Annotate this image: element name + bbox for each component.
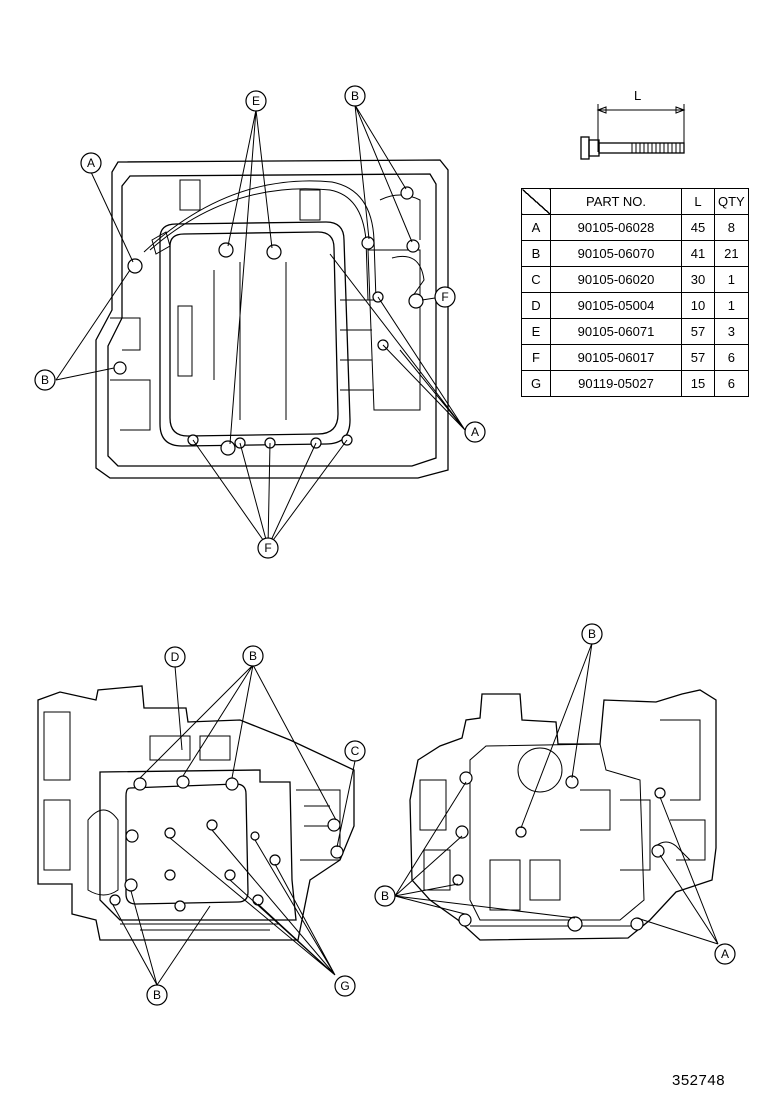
table-row: B 90105-06070 41 21: [521, 240, 749, 267]
bottom-left-callouts: D B C B G: [146, 645, 366, 1006]
column-header-part-no: PART NO.: [550, 188, 682, 215]
row-length: 45: [681, 214, 715, 241]
top-view-callouts: E B A F B A F: [34, 85, 486, 559]
row-part-no: 90105-06028: [550, 214, 682, 241]
row-qty: 21: [714, 240, 749, 267]
callout-br-b-top: B: [581, 623, 603, 645]
svg-text:C: C: [351, 744, 360, 758]
row-part-no: 90105-06017: [550, 344, 682, 371]
row-key: G: [521, 370, 551, 397]
svg-text:A: A: [471, 425, 479, 439]
bottom-right-callouts: B B A: [374, 623, 736, 965]
column-header-length: L: [681, 188, 715, 215]
row-length: 57: [681, 344, 715, 371]
row-qty: 6: [714, 344, 749, 371]
bottom-left-valve-body-view: [37, 685, 355, 941]
bolt-parts-table: PART NO. L QTY A 90105-06028 45 8 B 9010…: [521, 188, 749, 397]
svg-text:B: B: [351, 89, 359, 103]
row-qty: 1: [714, 266, 749, 293]
callout-top-a-left: A: [80, 152, 102, 174]
top-view-bolts: [113, 186, 424, 456]
svg-text:G: G: [340, 979, 349, 993]
callout-bl-g: G: [334, 975, 356, 997]
row-key: C: [521, 266, 551, 293]
row-qty: 8: [714, 214, 749, 241]
table-row: C 90105-06020 30 1: [521, 266, 749, 293]
bottom-right-valve-body-view: [409, 689, 717, 941]
row-part-no: 90105-05004: [550, 292, 682, 319]
svg-text:B: B: [381, 889, 389, 903]
svg-text:E: E: [252, 94, 260, 108]
row-length: 41: [681, 240, 715, 267]
callout-top-b-left: B: [34, 369, 56, 391]
table-row: E 90105-06071 57 3: [521, 318, 749, 345]
svg-text:F: F: [264, 541, 271, 555]
svg-text:A: A: [721, 947, 729, 961]
table-row: F 90105-06017 57 6: [521, 344, 749, 371]
table-corner-cell: [521, 188, 551, 215]
bolt-dimension-sketch: [580, 104, 686, 160]
callout-top-b: B: [344, 85, 366, 107]
callout-top-a-right: A: [464, 421, 486, 443]
table-row: D 90105-05004 10 1: [521, 292, 749, 319]
callout-bl-b-bottom: B: [146, 984, 168, 1006]
row-length: 10: [681, 292, 715, 319]
row-key: E: [521, 318, 551, 345]
row-key: F: [521, 344, 551, 371]
row-length: 57: [681, 318, 715, 345]
callout-top-e: E: [245, 90, 267, 112]
table-row: G 90119-05027 15 6: [521, 370, 749, 397]
callout-br-a: A: [714, 943, 736, 965]
column-header-qty: QTY: [714, 188, 749, 215]
svg-text:F: F: [441, 290, 448, 304]
svg-text:B: B: [249, 649, 257, 663]
row-qty: 1: [714, 292, 749, 319]
callout-br-b-left: B: [374, 885, 396, 907]
bolt-length-label: L: [634, 88, 642, 103]
diagram-reference-number: 352748: [672, 1072, 726, 1089]
row-part-no: 90105-06020: [550, 266, 682, 293]
svg-text:B: B: [153, 988, 161, 1002]
callout-top-f-bottom: F: [257, 537, 279, 559]
top-valve-body-view: [95, 159, 449, 479]
svg-text:B: B: [41, 373, 49, 387]
row-part-no: 90105-06070: [550, 240, 682, 267]
svg-text:A: A: [87, 156, 95, 170]
row-key: B: [521, 240, 551, 267]
top-view-leaders: [55, 104, 466, 548]
callout-top-f-right: F: [434, 286, 456, 308]
svg-text:D: D: [171, 650, 180, 664]
callout-bl-b-top: B: [242, 645, 264, 667]
bottom-left-leaders: [112, 664, 356, 986]
row-key: D: [521, 292, 551, 319]
row-qty: 3: [714, 318, 749, 345]
row-qty: 6: [714, 370, 749, 397]
row-length: 15: [681, 370, 715, 397]
callout-bl-d: D: [164, 646, 186, 668]
row-key: A: [521, 214, 551, 241]
row-part-no: 90119-05027: [550, 370, 682, 397]
row-part-no: 90105-06071: [550, 318, 682, 345]
svg-text:B: B: [588, 627, 596, 641]
table-header-row: PART NO. L QTY: [521, 188, 749, 215]
bottom-right-leaders: [394, 642, 719, 945]
row-length: 30: [681, 266, 715, 293]
callout-bl-c: C: [344, 740, 366, 762]
table-row: A 90105-06028 45 8: [521, 214, 749, 241]
